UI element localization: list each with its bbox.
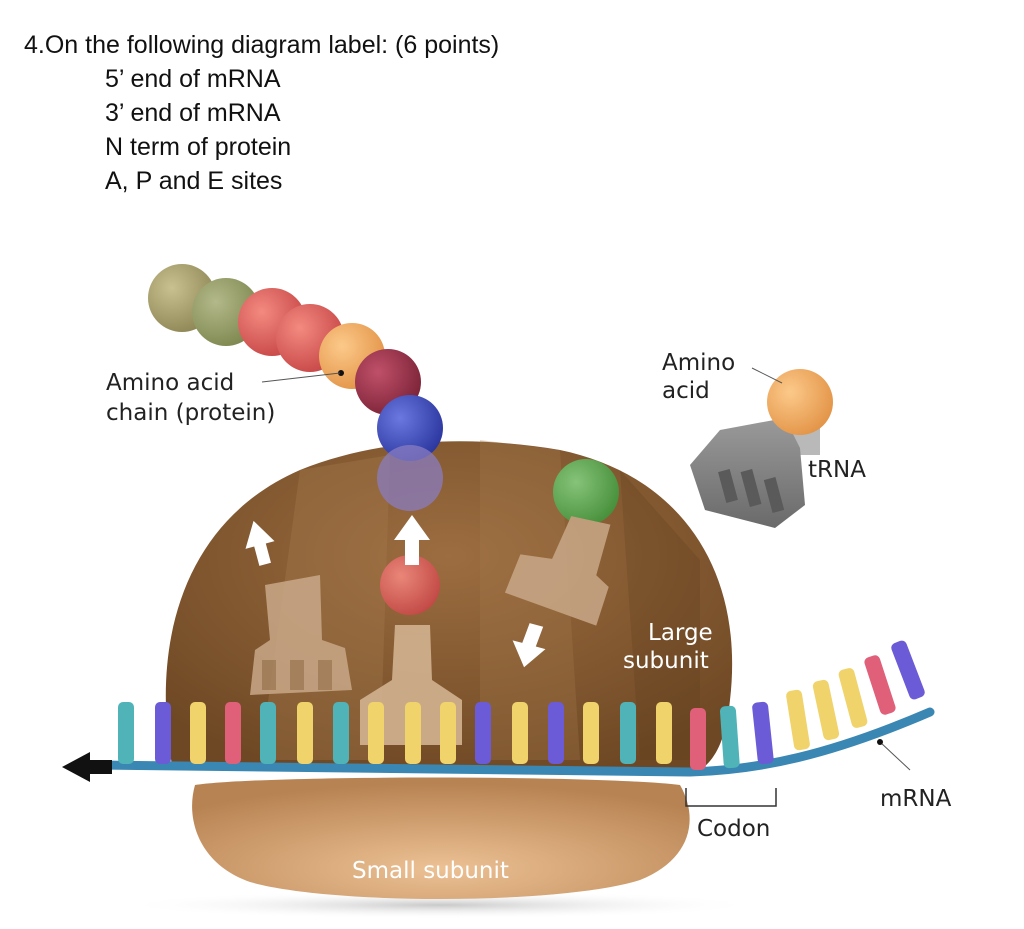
label-amino-acid-chain-1: Amino acid <box>106 370 234 396</box>
mrna-base <box>719 705 740 769</box>
question-block: 4.On the following diagram label: (6 poi… <box>24 28 499 198</box>
mrna-bases <box>118 640 925 770</box>
mrna-base <box>583 702 599 764</box>
label-mrna: mRNA <box>880 786 952 812</box>
label-large-subunit-1: Large <box>648 620 713 646</box>
amino-acid-bead <box>553 459 619 525</box>
leader-line <box>879 741 911 771</box>
mrna-base <box>690 708 706 770</box>
leader-line <box>751 367 783 384</box>
question-item-sites: A, P and E sites <box>105 167 283 195</box>
mrna-base <box>786 689 810 751</box>
mrna-base <box>190 702 206 764</box>
small-subunit <box>192 777 690 900</box>
label-codon: Codon <box>697 816 770 842</box>
mrna-base <box>440 702 456 764</box>
large-subunit-facet <box>620 470 700 760</box>
arrow-down-icon <box>512 623 546 668</box>
arrow-up-icon <box>394 515 430 565</box>
label-amino-acid-chain-2: chain (protein) <box>106 400 275 426</box>
label-amino-acid-2: acid <box>662 378 710 404</box>
label-small-subunit: Small subunit <box>352 858 509 884</box>
mrna-base <box>225 702 241 764</box>
mrna-base <box>118 702 134 764</box>
pointer-dot <box>338 370 344 376</box>
question-prompt: 4.On the following diagram label: (6 poi… <box>24 31 500 59</box>
mrna-base <box>405 702 421 764</box>
label-amino-acid-1: Amino <box>662 350 735 376</box>
mrna-base <box>368 702 384 764</box>
trna-e-site <box>250 575 352 695</box>
mrna-base <box>333 702 349 764</box>
mrna-base <box>512 702 528 764</box>
mrna-base <box>752 701 774 765</box>
mrna-base <box>297 702 313 764</box>
mrna-base <box>155 702 171 764</box>
mrna-base <box>864 655 896 715</box>
question-item-n-term: N term of protein <box>105 133 292 161</box>
label-trna: tRNA <box>808 457 866 483</box>
mrna-backbone <box>95 707 935 777</box>
ground-shadow <box>120 891 760 919</box>
trna-p-site <box>360 555 462 745</box>
trna-a-site <box>504 459 619 626</box>
mrna-base <box>260 702 276 764</box>
mrna-base <box>475 702 491 764</box>
amino-acid-bead <box>380 555 440 615</box>
label-large-subunit-2: subunit <box>623 648 709 674</box>
arrow-up-icon <box>245 520 275 566</box>
mrna-base <box>548 702 564 764</box>
mrna-base <box>838 668 868 728</box>
leader-line <box>261 372 341 383</box>
mrna-base <box>812 679 840 741</box>
pointer-dot <box>877 739 883 745</box>
amino-acid-bead <box>377 445 443 511</box>
question-item-3-end: 3’ end of mRNA <box>105 99 281 127</box>
amino-acid-bead <box>377 395 443 461</box>
free-trna <box>690 369 833 528</box>
mrna-base <box>656 702 672 764</box>
amino-acid-bead <box>767 369 833 435</box>
question-item-5-end: 5’ end of mRNA <box>105 65 281 93</box>
mrna-base <box>891 640 925 700</box>
amino-acid-chain <box>148 264 443 511</box>
codon-bracket <box>685 788 777 807</box>
direction-arrow-icon <box>62 752 112 782</box>
mrna-base <box>620 702 636 764</box>
